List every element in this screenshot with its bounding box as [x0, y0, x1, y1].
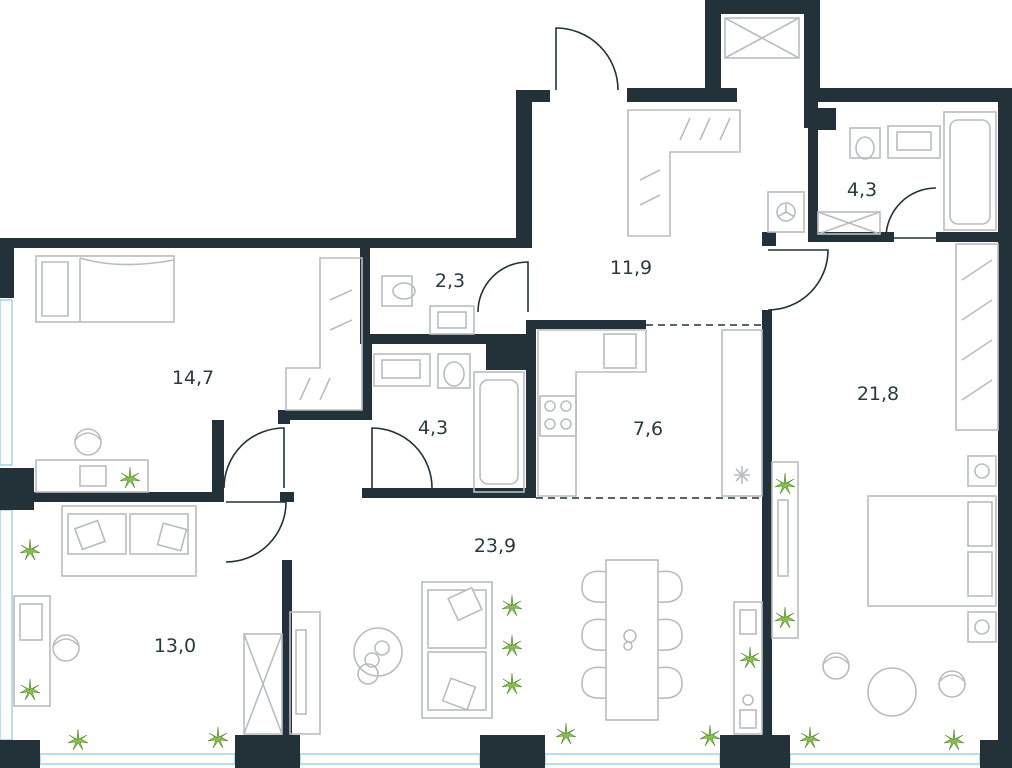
room-area-bedroom-small: 13,0	[153, 635, 197, 657]
room-area-kitchen: 7,6	[632, 418, 664, 440]
room-area-hall: 11,9	[609, 257, 653, 279]
tv-unit-master	[771, 461, 799, 639]
coffee-table	[353, 627, 403, 685]
dining-table	[581, 559, 683, 721]
bath-top-fixtures	[817, 111, 997, 235]
wardrobe-left-bedroom	[285, 257, 363, 411]
bath-mid-fixtures	[373, 353, 525, 493]
lounge-master	[822, 652, 966, 717]
tv-unit-living	[289, 611, 321, 735]
sofa-small-bedroom	[61, 505, 197, 577]
room-area-living: 23,9	[473, 535, 517, 557]
desk-small-bedroom	[13, 538, 229, 751]
room-area-bath-mid: 4,3	[417, 417, 449, 439]
bed-double	[867, 455, 997, 643]
room-area-wc: 2,3	[434, 270, 466, 292]
wardrobe-small-bedroom	[243, 633, 283, 735]
room-area-bath-top: 4,3	[846, 179, 878, 201]
desk-left-bedroom	[35, 428, 149, 493]
wardrobe-hall	[627, 109, 741, 237]
room-area-bedroom-left: 14,7	[171, 367, 215, 389]
ventilation-shaft	[724, 17, 800, 59]
bed-single	[35, 255, 175, 323]
sofa-living	[421, 581, 523, 719]
washing-machine	[767, 191, 805, 233]
wc-fixtures	[381, 275, 475, 335]
room-area-bedroom-master: 21,8	[856, 383, 900, 405]
kitchen-outline	[536, 324, 762, 499]
shelf-living	[733, 601, 763, 735]
kitchen-fixtures	[537, 329, 763, 497]
wardrobe-master	[955, 243, 999, 431]
doors	[223, 27, 937, 563]
windows	[0, 299, 981, 765]
